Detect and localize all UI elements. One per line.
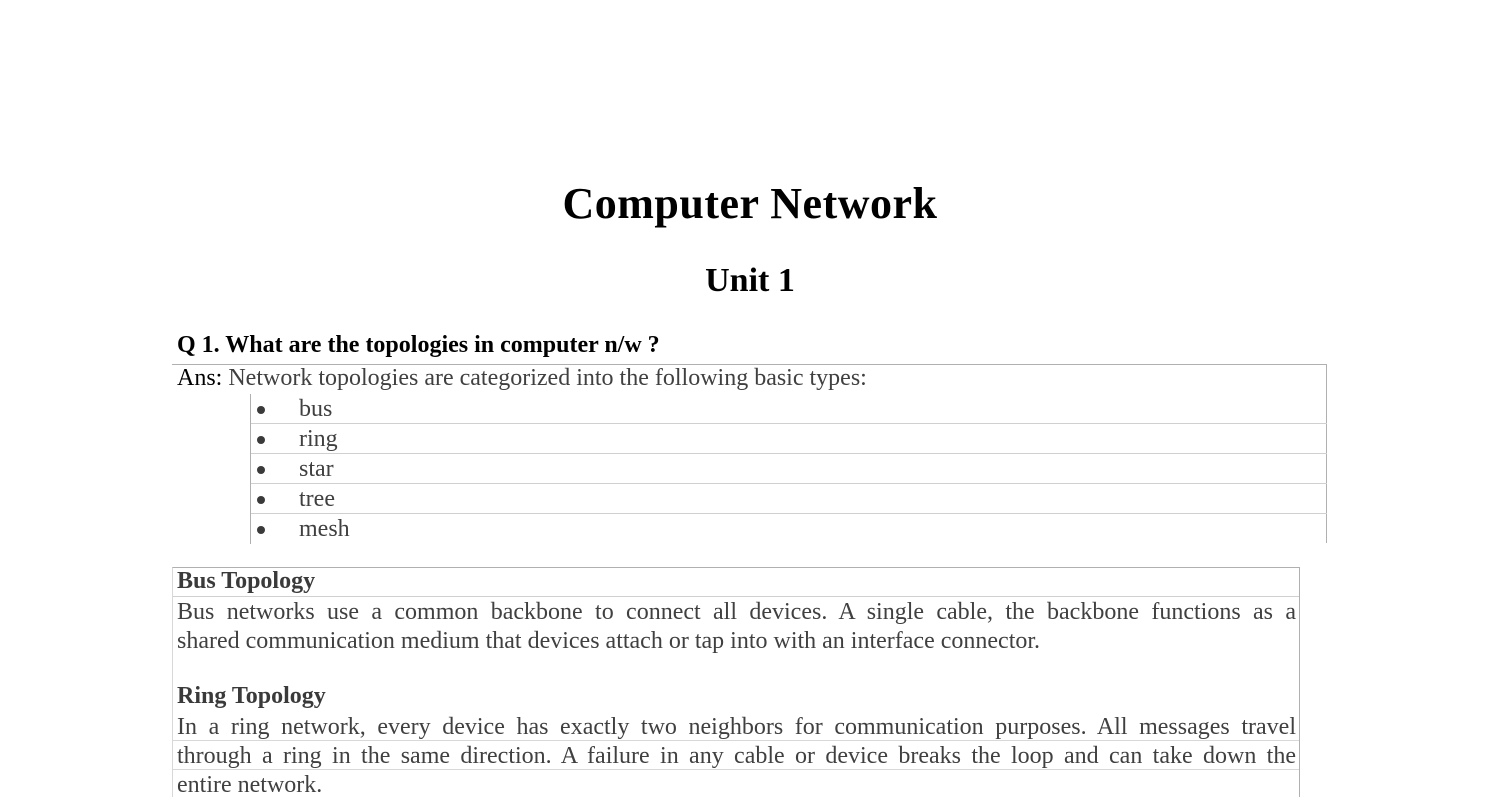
divider	[173, 769, 1299, 770]
list-item: bus	[251, 394, 1327, 424]
paragraph-line: entire network.	[177, 772, 323, 798]
list-item-label: mesh	[299, 516, 350, 542]
answer-intro: Ans: Network topologies are categorized …	[177, 365, 867, 392]
section-heading-bus: Bus Topology	[177, 568, 316, 594]
section-body-bus: Bus networks use a common backbone to co…	[177, 598, 1296, 656]
list-item-label: star	[299, 456, 334, 482]
bullet-icon	[257, 496, 265, 504]
list-item-label: ring	[299, 426, 338, 452]
paragraph-line: shared communication medium that devices…	[177, 628, 1041, 654]
paragraph-line: through a ring in the same direction. A …	[177, 743, 1296, 769]
divider	[173, 740, 1299, 741]
bullet-icon	[257, 406, 265, 414]
bullet-icon	[257, 526, 265, 534]
topology-descriptions-table	[172, 567, 1300, 797]
list-item-label: bus	[299, 396, 333, 422]
section-heading-ring: Ring Topology	[177, 683, 326, 709]
section-body-ring: In a ring network, every device has exac…	[177, 713, 1296, 800]
answer-label: Ans:	[177, 365, 223, 391]
topology-list: bus ring star tree mesh	[250, 394, 1327, 544]
list-item: star	[251, 454, 1327, 484]
page-subtitle: Unit 1	[705, 262, 795, 299]
list-item: mesh	[251, 514, 1327, 544]
page-title: Computer Network	[562, 179, 938, 228]
list-item: tree	[251, 484, 1327, 514]
list-item: ring	[251, 424, 1327, 454]
question-heading: Q 1. What are the topologies in computer…	[177, 332, 660, 358]
paragraph-line: In a ring network, every device has exac…	[177, 714, 1296, 740]
answer-text: Network topologies are categorized into …	[222, 365, 867, 391]
paragraph-line: Bus networks use a common backbone to co…	[177, 599, 1296, 625]
bullet-icon	[257, 466, 265, 474]
bullet-icon	[257, 436, 265, 444]
list-item-label: tree	[299, 486, 335, 512]
divider	[173, 596, 1299, 597]
